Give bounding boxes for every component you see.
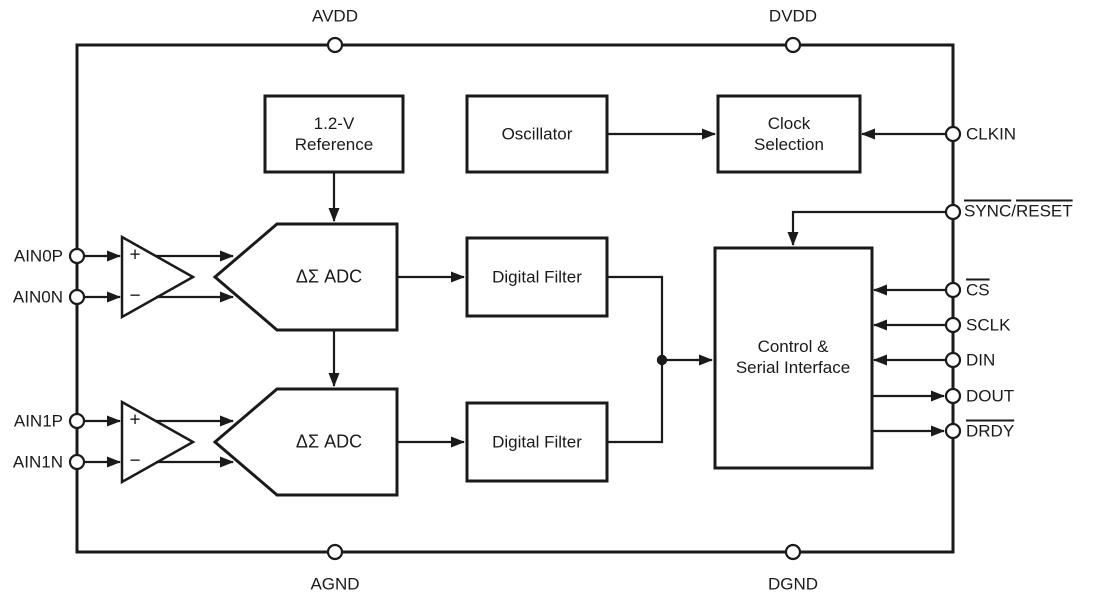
ain1n-pin xyxy=(68,453,86,471)
digital-filter2-block xyxy=(465,401,609,483)
filter2-to-junction-wire xyxy=(607,360,664,444)
dvdd-label: DVDD xyxy=(768,6,818,26)
filter1-to-junction-wire xyxy=(607,275,664,360)
agnd-pin xyxy=(326,543,344,561)
agnd-label: AGND xyxy=(310,574,360,594)
digital-filter2-block-label: Digital Filter xyxy=(492,432,582,452)
reference-block-label: 1.2-V Reference xyxy=(294,114,374,154)
clkin-label: CLKIN xyxy=(966,124,1017,144)
sync-reset-label: SYNC/RESET xyxy=(964,201,1073,222)
control-serial-interface-block xyxy=(713,246,874,470)
oscillator-block xyxy=(465,94,609,174)
cs-pin xyxy=(944,281,962,299)
dout-label: DOUT xyxy=(966,386,1015,406)
sync-reset-pin xyxy=(944,203,962,221)
digital-filter1-block xyxy=(465,236,609,318)
pga1-amplifier xyxy=(120,234,196,320)
pga1-minus-sign: − xyxy=(129,285,141,307)
reset-label-segment: RESET xyxy=(1015,201,1073,221)
sclk-label: SCLK xyxy=(966,315,1011,335)
ain0p-label: AIN0P xyxy=(13,246,63,266)
din-label: DIN xyxy=(966,350,996,370)
ain1p-pin xyxy=(68,412,86,430)
oscillator-block-label: Oscillator xyxy=(501,124,573,144)
dgnd-pin xyxy=(784,543,802,561)
avdd-label: AVDD xyxy=(312,6,358,26)
ain0p-pin xyxy=(68,247,86,265)
clock-selection-block xyxy=(716,94,862,174)
ain0n-pin xyxy=(68,288,86,306)
junction-dot xyxy=(656,354,668,366)
pga2-plus-sign: + xyxy=(129,409,141,431)
avdd-pin xyxy=(326,36,344,54)
sync-reset-separator: / xyxy=(1011,201,1016,221)
pga1-plus-sign: + xyxy=(129,244,141,266)
pga2-minus-sign: − xyxy=(129,450,141,472)
sync-label-segment: SYNC xyxy=(964,201,1012,221)
dgnd-label: DGND xyxy=(767,574,819,594)
digital-filter1-block-label: Digital Filter xyxy=(492,267,582,287)
clkin-pin xyxy=(944,125,962,143)
ain1n-label: AIN1N xyxy=(12,452,63,472)
clock-selection-block-label: Clock Selection xyxy=(754,114,824,154)
adc1-block-label: ΔΣ ADC xyxy=(295,266,363,287)
dvdd-pin xyxy=(784,36,802,54)
ain0n-label: AIN0N xyxy=(12,287,63,307)
drdy-pin xyxy=(944,422,962,440)
cs-label: CS xyxy=(966,280,990,300)
drdy-label: DRDY xyxy=(966,421,1015,441)
din-pin xyxy=(944,351,962,369)
dout-pin xyxy=(944,387,962,405)
pga2-amplifier xyxy=(120,399,196,485)
adc2-block-label: ΔΣ ADC xyxy=(295,431,363,452)
sclk-pin xyxy=(944,316,962,334)
control-serial-block-label: Control & Serial Interface xyxy=(735,337,851,377)
sync-reset-wire xyxy=(787,210,946,246)
ain1p-label: AIN1P xyxy=(13,411,63,431)
